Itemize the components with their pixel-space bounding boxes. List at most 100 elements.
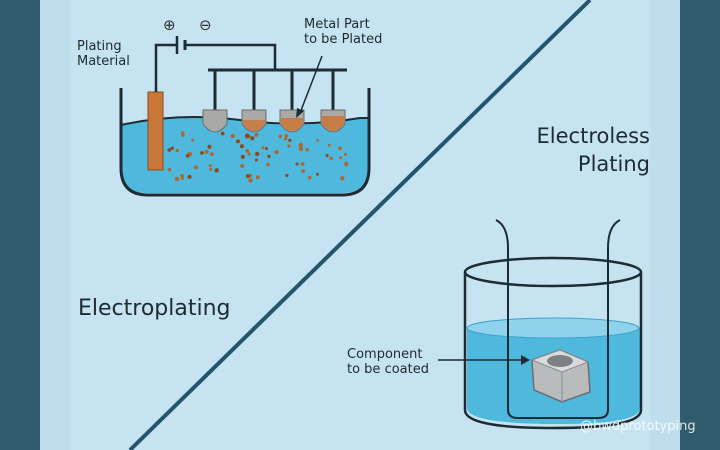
- plating-ion: [180, 174, 185, 178]
- plating-ion: [185, 154, 190, 158]
- plating-ion: [267, 154, 271, 158]
- plating-ion: [187, 174, 192, 179]
- plating-ion: [244, 133, 250, 139]
- plating-ion: [204, 149, 209, 154]
- plating-ion: [193, 165, 198, 170]
- plating-ion: [254, 133, 258, 137]
- plating-ion: [250, 136, 255, 141]
- metal-part-label-line1: Metal Part: [304, 17, 370, 32]
- anode-wire: [154, 43, 176, 92]
- metal-part-4: [320, 70, 346, 133]
- plating-ion: [245, 149, 250, 153]
- metal-part-label-line2: to be Plated: [304, 31, 383, 47]
- electroplating-tank-outline: [119, 88, 371, 197]
- plating-ion: [214, 168, 219, 173]
- plating-ion: [283, 137, 288, 141]
- electroless-plating-title: Electroless Plating: [500, 124, 650, 176]
- cathode-wire: [185, 43, 277, 70]
- plating-ion: [343, 152, 347, 156]
- electroless-title-line2: Plating: [577, 152, 650, 177]
- plating-ion: [325, 153, 329, 158]
- electroplating-title: Electroplating: [78, 296, 231, 321]
- plating-ion: [298, 146, 304, 152]
- negative-terminal-symbol: ⊖: [199, 16, 212, 34]
- metal-part-pointer-arrowhead: [296, 108, 304, 118]
- plating-ion: [208, 164, 212, 168]
- plating-ion: [220, 131, 225, 136]
- component-holder-wire: [495, 219, 621, 419]
- component-label-line1: Component: [347, 347, 423, 362]
- plating-ion: [248, 178, 253, 183]
- plating-ion: [167, 168, 172, 172]
- plating-ion: [210, 152, 214, 157]
- electroless-beaker: [438, 219, 643, 430]
- plating-ion: [316, 139, 319, 142]
- component-label: Component to be coated: [347, 347, 429, 378]
- plating-ion: [274, 150, 279, 155]
- plating-ion: [339, 156, 343, 160]
- plating-ion: [307, 175, 312, 180]
- plating-ion: [167, 148, 172, 152]
- plating-ion: [329, 156, 333, 161]
- plating-ion: [305, 147, 309, 152]
- metal-part-2: [241, 70, 267, 133]
- metal-part-1: [202, 70, 228, 133]
- panel-shade-right: [650, 0, 680, 450]
- plating-ion: [285, 173, 289, 178]
- plating-ion: [300, 162, 305, 166]
- plating-ion: [338, 146, 342, 150]
- plating-ion: [180, 176, 184, 180]
- plating-ion: [175, 148, 180, 153]
- component-label-line2: to be coated: [347, 361, 429, 377]
- metal-part-label: Metal Part to be Plated: [304, 17, 383, 48]
- plating-ion: [261, 146, 265, 150]
- electroless-title-line1: Electroless: [536, 124, 650, 148]
- plating-material-anode: [147, 91, 164, 171]
- plating-ion: [230, 133, 235, 139]
- plating-ion: [327, 143, 331, 147]
- plating-ion: [265, 147, 268, 150]
- plating-ion: [288, 138, 292, 142]
- plating-ion: [240, 154, 245, 159]
- plating-ion: [240, 164, 245, 168]
- plating-ion: [236, 139, 240, 144]
- electroplating-tank: [119, 36, 371, 197]
- plating-ion: [191, 138, 195, 142]
- panel-shade-left: [40, 0, 70, 450]
- hex-nut-component: [530, 349, 591, 403]
- plating-ion: [284, 134, 289, 138]
- plating-ion: [266, 162, 270, 167]
- plating-ion: [207, 144, 212, 149]
- plating-material-label-line1: Plating: [77, 39, 122, 54]
- watermark: @bwdprototyping: [580, 419, 696, 434]
- plating-ion: [170, 146, 174, 150]
- plating-ion: [254, 158, 258, 162]
- plating-ion: [344, 163, 348, 167]
- plating-ion: [340, 176, 345, 181]
- plating-ion: [295, 162, 299, 166]
- plating-ion: [247, 152, 251, 156]
- plating-ion: [239, 144, 244, 149]
- component-pointer-arrowhead: [521, 355, 530, 365]
- plating-ion: [181, 133, 185, 137]
- plating-ion: [174, 176, 180, 182]
- plating-ion: [245, 174, 250, 179]
- positive-terminal-symbol: ⊕: [163, 16, 176, 34]
- plating-ion: [287, 144, 291, 148]
- plating-ion: [298, 143, 304, 148]
- beaker-walls: [463, 272, 643, 430]
- plating-ion: [316, 172, 319, 176]
- plating-material-label-line2: Material: [77, 53, 130, 69]
- plating-ion: [209, 167, 213, 171]
- plating-ion: [301, 169, 305, 174]
- plating-ion-particles: [167, 131, 349, 183]
- plating-ion: [200, 151, 204, 155]
- plating-ion: [255, 175, 260, 180]
- plating-material-label: Plating Material: [77, 39, 130, 70]
- plating-ion: [255, 151, 260, 157]
- metal-part-pointer-line: [299, 55, 323, 114]
- diagonal-divider: [128, 0, 592, 450]
- plating-ion: [278, 134, 283, 139]
- electroless-liquid-surface: [466, 317, 640, 339]
